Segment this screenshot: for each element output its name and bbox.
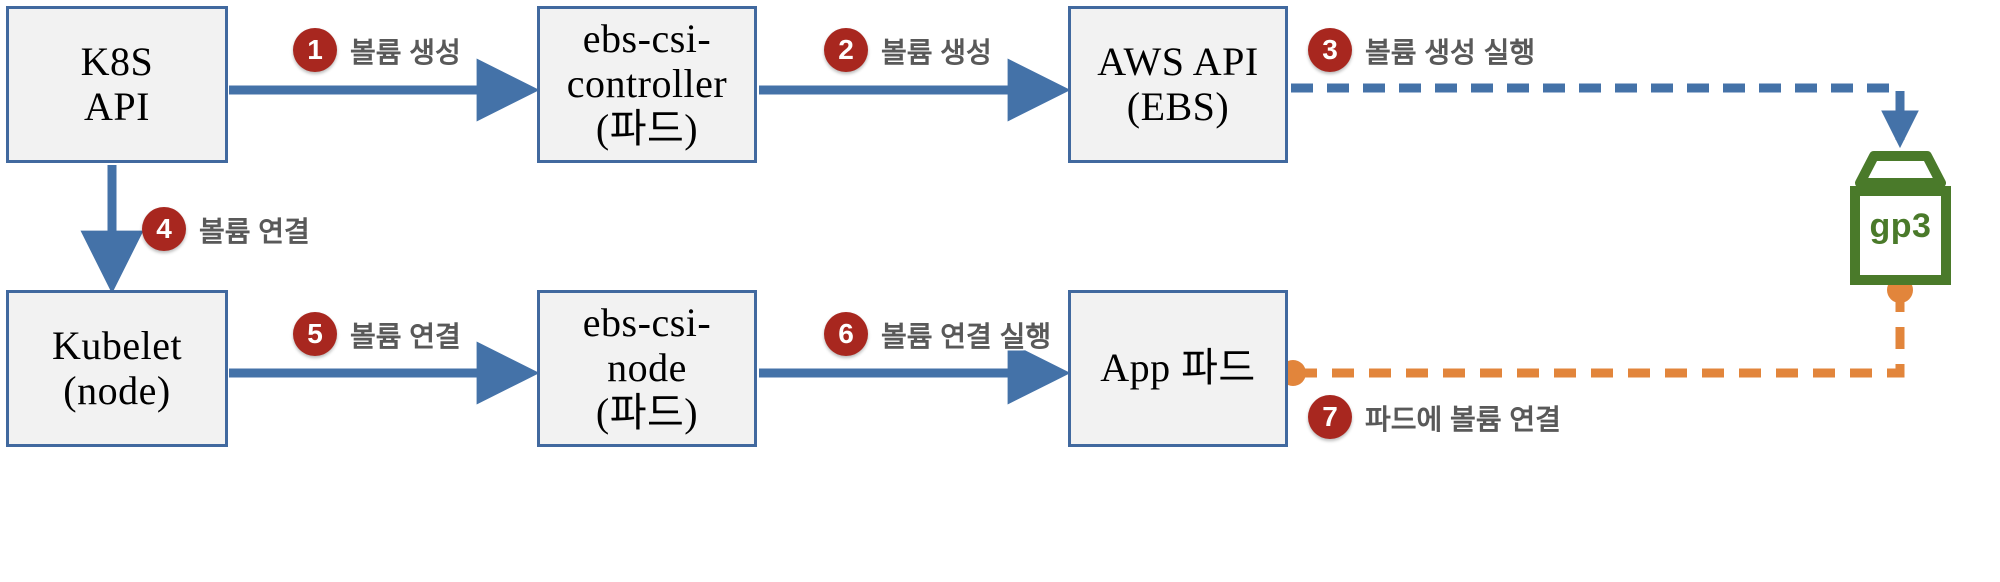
step-badge-1[interactable]: 1 bbox=[293, 28, 337, 72]
gp3-volume-icon[interactable]: gp3 bbox=[1838, 145, 1963, 288]
connector-step-7 bbox=[1293, 290, 1905, 378]
step-badge-5[interactable]: 5 bbox=[293, 312, 337, 356]
step-label-2: 볼륨 생성 bbox=[881, 37, 992, 68]
arrow-step-3 bbox=[1291, 83, 1919, 149]
node-label: AWS API (EBS) bbox=[1097, 38, 1259, 129]
gp3-label: gp3 bbox=[1869, 207, 1932, 245]
node-label: ebs-csi- node (파드) bbox=[582, 300, 712, 435]
step-badge-4[interactable]: 4 bbox=[142, 207, 186, 251]
step-label-1: 볼륨 생성 bbox=[350, 37, 461, 68]
ebs-volume-icon bbox=[1850, 151, 1951, 285]
step-badge-6[interactable]: 6 bbox=[824, 312, 868, 356]
node-label: ebs-csi- controller (파드) bbox=[566, 16, 728, 151]
step-badge-3[interactable]: 3 bbox=[1308, 28, 1352, 72]
node-aws-api[interactable]: AWS API (EBS) bbox=[1068, 6, 1288, 163]
node-ebs-csi-controller[interactable]: ebs-csi- controller (파드) bbox=[537, 6, 757, 163]
node-k8s-api[interactable]: K8S API bbox=[6, 6, 228, 163]
step-label-4: 볼륨 연결 bbox=[199, 216, 310, 247]
node-label: K8S API bbox=[80, 38, 154, 129]
step-label-3: 볼륨 생성 실행 bbox=[1365, 37, 1536, 68]
node-label: Kubelet (node) bbox=[51, 322, 183, 413]
step-badge-7[interactable]: 7 bbox=[1308, 395, 1352, 439]
step-label-7: 파드에 볼륨 연결 bbox=[1365, 404, 1561, 435]
step-label-5: 볼륨 연결 bbox=[350, 321, 461, 352]
node-app-pod[interactable]: App 파드 bbox=[1068, 290, 1288, 447]
node-kubelet[interactable]: Kubelet (node) bbox=[6, 290, 228, 447]
node-ebs-csi-node[interactable]: ebs-csi- node (파드) bbox=[537, 290, 757, 447]
step-badge-2[interactable]: 2 bbox=[824, 28, 868, 72]
step-label-6: 볼륨 연결 실행 bbox=[881, 321, 1052, 352]
node-label: App 파드 bbox=[1100, 345, 1256, 391]
